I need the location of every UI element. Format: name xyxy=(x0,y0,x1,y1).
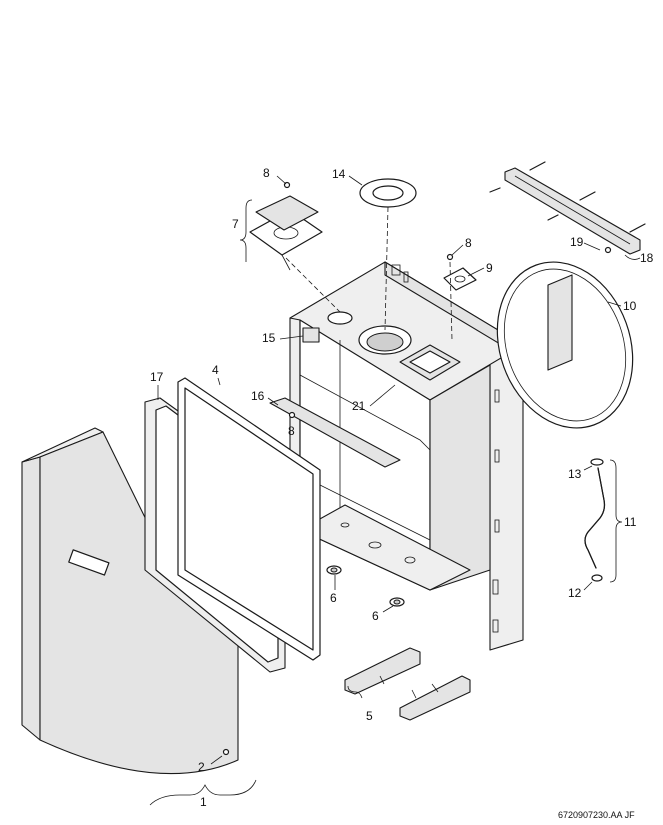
grommets-6 xyxy=(326,565,405,607)
label-12: 12 xyxy=(568,586,582,600)
boiler-housing xyxy=(269,261,524,651)
label-6a: 6 xyxy=(330,591,337,605)
label-18: 18 xyxy=(640,251,654,265)
label-8a: 8 xyxy=(263,166,270,180)
seal-4 xyxy=(177,377,321,661)
leader-lines xyxy=(157,175,622,765)
gasket-plate-7 xyxy=(249,195,323,271)
label-13: 13 xyxy=(568,467,582,481)
label-5: 5 xyxy=(366,709,373,723)
gasket-9 xyxy=(443,267,477,291)
label-9: 9 xyxy=(486,261,493,275)
label-8b: 8 xyxy=(465,236,472,250)
ring-14 xyxy=(359,178,417,208)
braces xyxy=(149,199,641,806)
expansion-vessel xyxy=(496,261,634,429)
label-8c: 8 xyxy=(288,424,295,438)
label-15: 15 xyxy=(262,331,276,345)
label-19: 19 xyxy=(570,235,584,249)
label-10: 10 xyxy=(623,299,637,313)
mounting-brackets-5 xyxy=(344,647,471,721)
label-17: 17 xyxy=(150,370,164,384)
label-6b: 6 xyxy=(372,609,379,623)
assembly-lines xyxy=(285,206,453,341)
label-2: 2 xyxy=(198,760,205,774)
label-7: 7 xyxy=(232,217,239,231)
label-16: 16 xyxy=(251,389,265,403)
wall-bracket-18 xyxy=(504,167,641,255)
label-4: 4 xyxy=(212,363,219,377)
screws xyxy=(222,161,646,756)
part-labels: 1 2 4 5 6 6 7 8 8 8 9 10 11 12 13 14 15 … xyxy=(150,166,654,820)
pipe-11 xyxy=(584,458,606,582)
reference-code: 6720907230.AA JF xyxy=(558,810,635,820)
label-1: 1 xyxy=(200,795,207,809)
label-11: 11 xyxy=(624,515,637,529)
label-21: 21 xyxy=(352,399,366,413)
label-14: 14 xyxy=(332,167,346,181)
